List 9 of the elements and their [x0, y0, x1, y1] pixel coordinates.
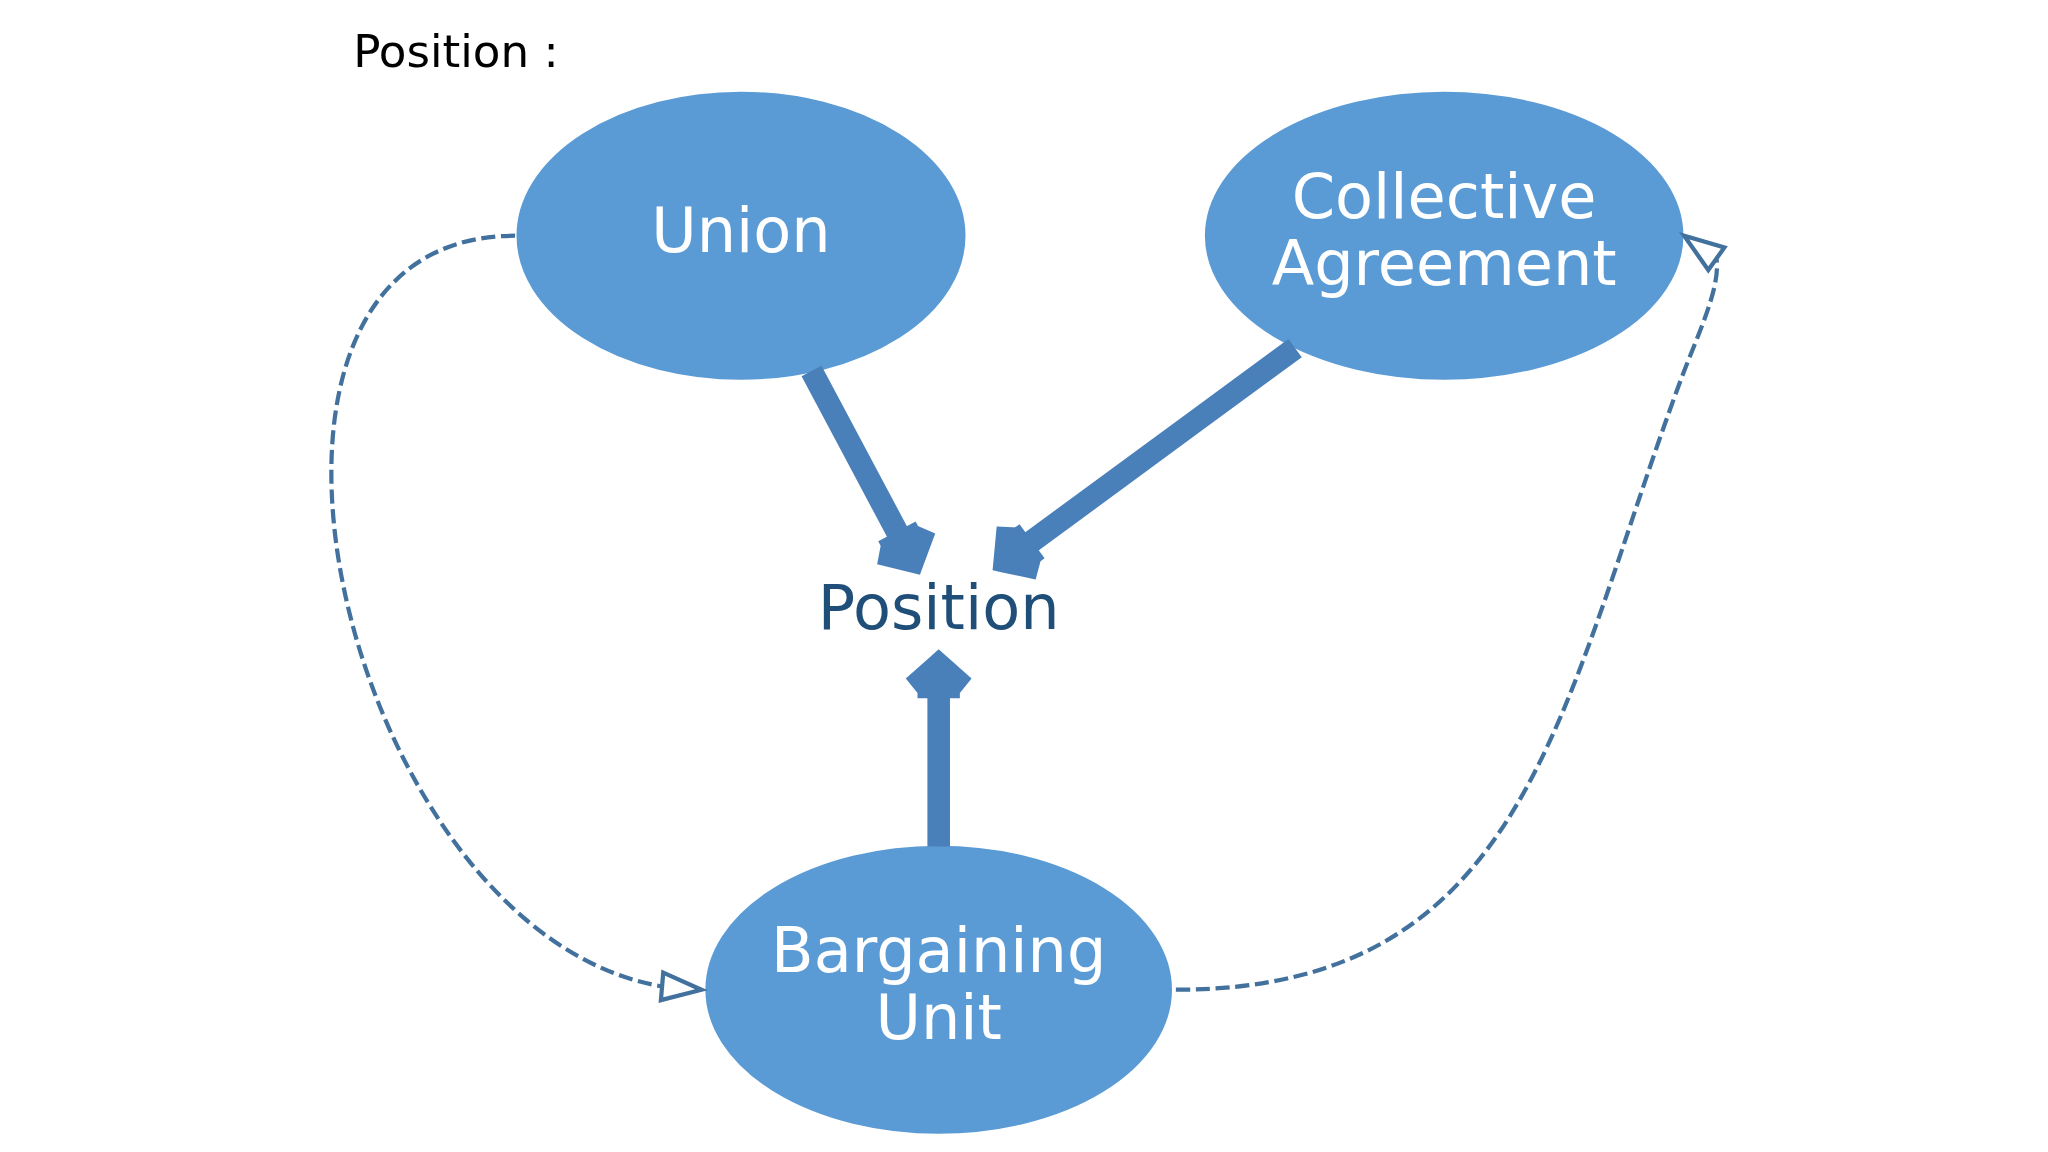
node-ellipse: Bargaining Unit	[704, 845, 1172, 1134]
arrow	[1175, 232, 1728, 992]
node-text: Position	[817, 570, 1060, 644]
node-ellipse: Union	[516, 91, 965, 380]
diagram-title: Position :	[352, 25, 559, 79]
arrow	[329, 233, 708, 1003]
node-ellipse: Collective Agreement	[1204, 91, 1683, 380]
arrow	[992, 338, 1302, 580]
arrow	[801, 365, 936, 573]
